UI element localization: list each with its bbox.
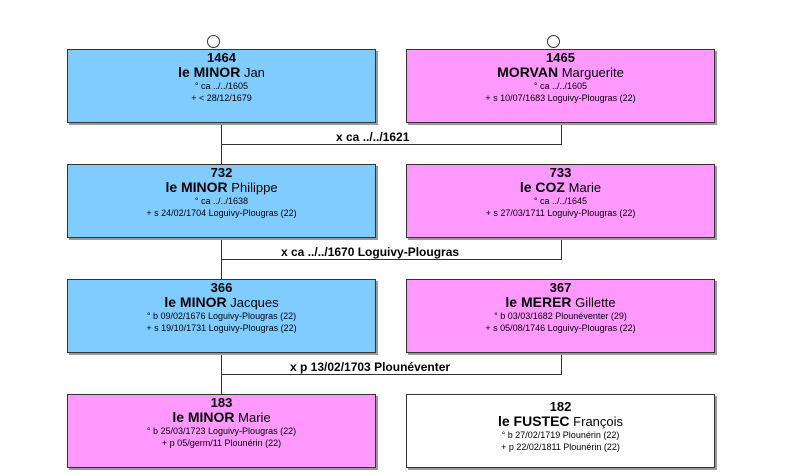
given-name: Jan [243,65,265,80]
death-info: + s 10/07/1683 Loguivy-Plougras (22) [485,93,636,103]
ancestor-marker-1465[interactable] [547,35,560,48]
death-info: + < 28/12/1679 [191,93,252,103]
birth-info: ° b 27/02/1719 Plounérin (22) [501,430,620,440]
death-info: + p 22/02/1811 Plounérin (22) [501,442,620,452]
birth-info: ° ca ../../1638 [194,196,249,206]
connector-1465 [561,123,562,145]
person-name: MORVAN Marguerite [407,64,714,81]
surname: le MERER [505,294,572,310]
birth-info: ° b 25/03/1723 Loguivy-Plougras (22) [146,426,297,436]
death-info: + s 05/08/1746 Loguivy-Plougras (22) [485,323,636,333]
person-name: le COZ Marie [407,179,714,196]
person-card-182[interactable]: 182 le FUSTEC François ° b 27/02/1719 Pl… [406,394,715,468]
given-name: Jacques [230,295,279,310]
given-name: Marie [568,180,602,195]
person-name: le MINOR Jacques [68,294,375,311]
person-card-732[interactable]: 732 le MINOR Philippe ° ca ../../1638 + … [67,164,376,238]
given-name: Philippe [231,180,278,195]
person-card-183[interactable]: 183 le MINOR Marie ° b 25/03/1723 Loguiv… [67,394,376,468]
connector-367 [561,353,562,375]
connector-366 [221,353,222,395]
birth-info: ° ca ../../1605 [194,81,249,91]
birth-info: ° ca ../../1645 [533,196,588,206]
birth-info: ° b 09/02/1676 Loguivy-Plougras (22) [146,311,297,321]
person-card-1465[interactable]: 1465 MORVAN Marguerite ° ca ../../1605 +… [406,49,715,123]
ancestor-marker-1464[interactable] [207,35,220,48]
marriage-line-1 [221,144,562,145]
person-name: le FUSTEC François [407,413,714,430]
surname: le MINOR [165,179,228,195]
sosa-number: 366 [210,280,233,295]
marriage-line-2 [221,259,562,260]
sosa-number: 183 [210,395,233,410]
given-name: Gillette [575,295,616,310]
person-card-1464[interactable]: 1464 le MINOR Jan ° ca ../../1605 + < 28… [67,49,376,123]
death-info: + s 19/10/1731 Loguivy-Plougras (22) [146,323,297,333]
person-name: le MINOR Jan [68,64,375,81]
person-name: le MERER Gillette [407,294,714,311]
surname: le MINOR [172,409,235,425]
connector-732 [221,238,222,280]
person-name: le MINOR Philippe [68,179,375,196]
given-name: François [573,414,624,429]
sosa-number: 182 [549,399,572,414]
marriage-label-2: x ca ../../1670 Loguivy-Plougras [279,245,462,259]
given-name: Marguerite [561,65,624,80]
surname: le COZ [519,179,565,195]
person-card-733[interactable]: 733 le COZ Marie ° ca ../../1645 + s 27/… [406,164,715,238]
sosa-number: 732 [210,165,233,180]
sosa-number: 367 [549,280,572,295]
birth-info: ° ca ../../1605 [533,81,588,91]
surname: le MINOR [178,64,241,80]
marriage-label-1: x ca ../../1621 [334,130,412,144]
connector-1464 [221,123,222,165]
birth-info: ° b 03/03/1682 Plounéventer (29) [494,311,627,321]
person-name: le MINOR Marie [68,409,375,426]
sosa-number: 1464 [207,50,236,65]
death-info: + s 24/02/1704 Loguivy-Plougras (22) [146,208,297,218]
marriage-label-3: x p 13/02/1703 Plounéventer [288,360,453,374]
death-info: + s 27/03/1711 Loguivy-Plougras (22) [485,208,636,218]
surname: MORVAN [497,64,559,80]
given-name: Marie [238,410,271,425]
person-card-367[interactable]: 367 le MERER Gillette ° b 03/03/1682 Plo… [406,279,715,353]
surname: le MINOR [164,294,227,310]
connector-733 [561,238,562,260]
death-info: + p 05/germ/11 Plounérin (22) [161,438,282,448]
sosa-number: 1465 [546,50,575,65]
surname: le FUSTEC [497,413,570,429]
person-card-366[interactable]: 366 le MINOR Jacques ° b 09/02/1676 Logu… [67,279,376,353]
marriage-line-3 [221,374,562,375]
sosa-number: 733 [549,165,572,180]
